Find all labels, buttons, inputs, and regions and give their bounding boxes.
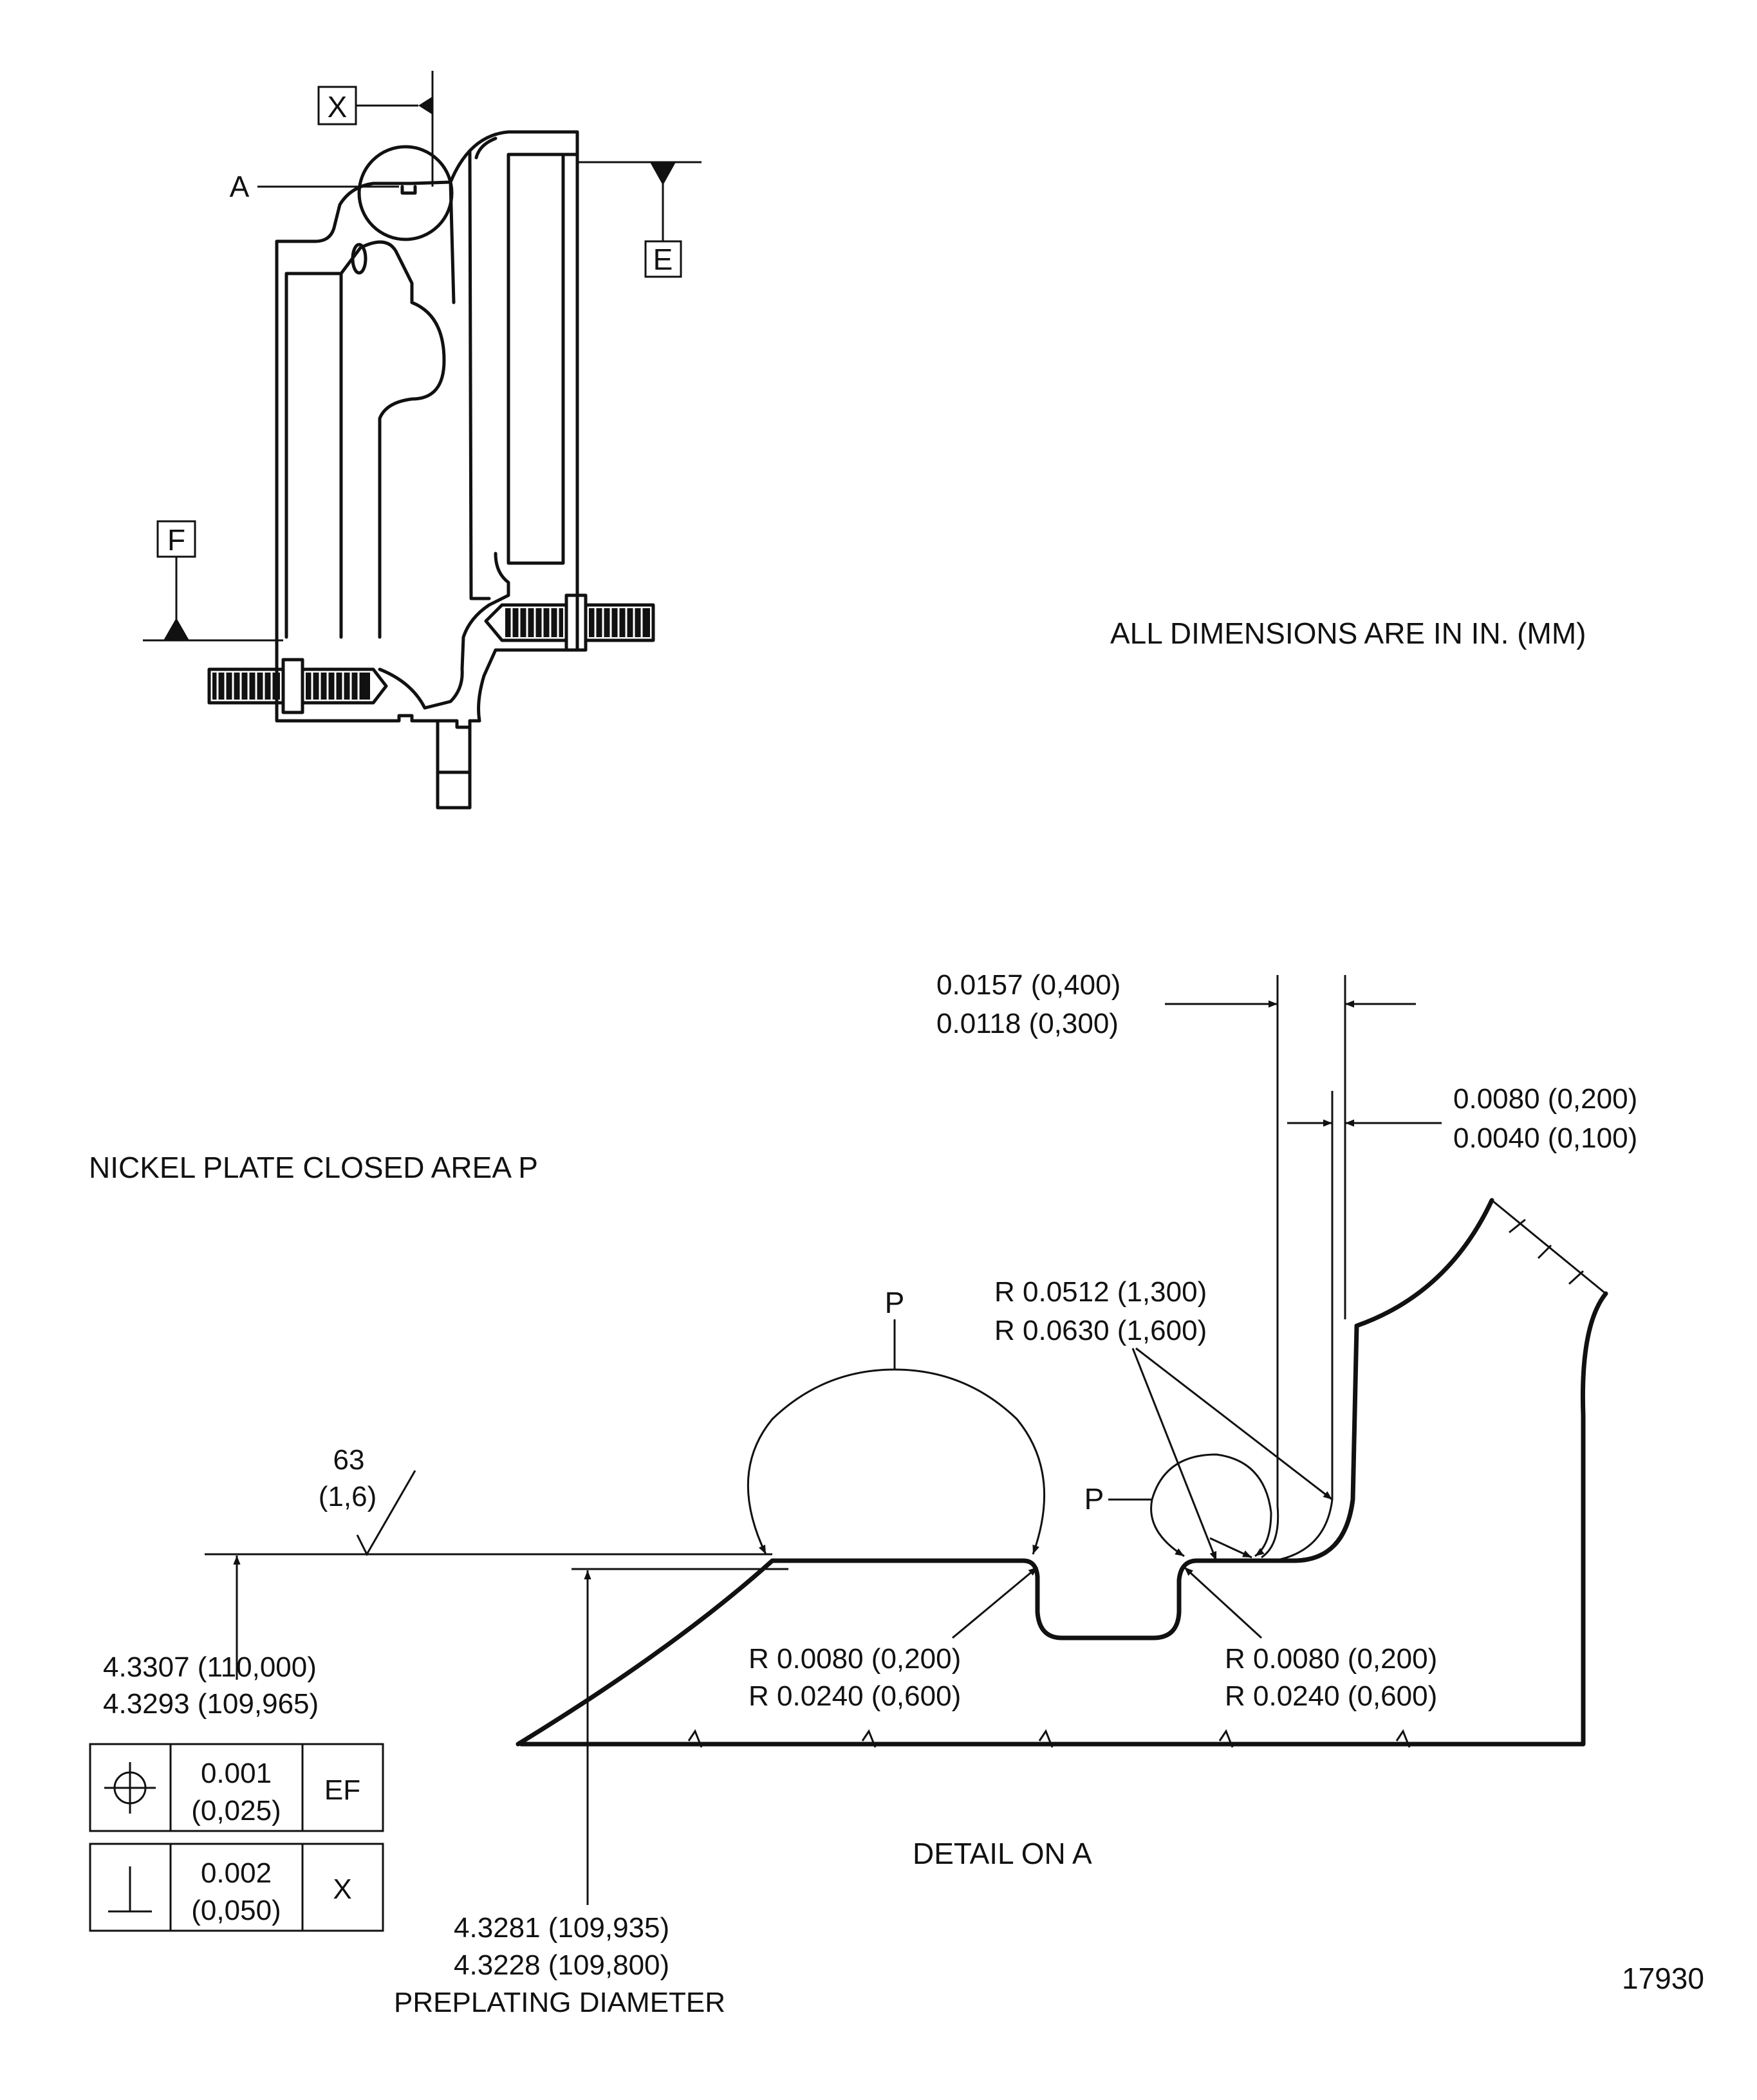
datum-e-leader <box>577 161 702 241</box>
plated-area-label-top: P <box>885 1286 905 1319</box>
units-note: ALL DIMENSIONS ARE IN IN. (MM) <box>1110 617 1586 650</box>
surface-finish-value: 63 <box>333 1444 365 1476</box>
bottom-break-ticks <box>687 1729 1411 1748</box>
groove-notch <box>400 185 417 195</box>
detail-break-right <box>519 1291 1608 1747</box>
left-stud <box>207 658 388 714</box>
housing-inner-wall <box>284 272 343 639</box>
outer-diameter-max: 4.3307 (110,000) <box>103 1651 317 1683</box>
detail-a-circle <box>357 145 454 241</box>
detail-a-view: 0.0157 (0,400) 0.0118 (0,300) 0.0080 (0,… <box>103 969 1637 2018</box>
radius-big-2: R 0.0630 (1,600) <box>994 1315 1207 1346</box>
seal-oval <box>351 243 367 275</box>
datum-x-label: X <box>328 90 348 124</box>
datum-x-leader <box>356 71 434 187</box>
perpendicularity-datum: X <box>333 1873 351 1905</box>
preplating-label: PREPLATING DIAMETER <box>394 1987 725 2018</box>
step-dim-max: 0.0080 (0,200) <box>1453 1083 1637 1115</box>
wall-dim-min: 0.0118 (0,300) <box>936 1008 1119 1039</box>
position-tol-mm: (0,025) <box>191 1795 281 1826</box>
detail-a-label: A <box>230 170 250 203</box>
plated-area-label-left: P <box>1084 1482 1104 1516</box>
datum-f-leader <box>143 557 283 642</box>
preplating-max: 4.3281 (109,935) <box>454 1912 669 1944</box>
right-stud <box>484 593 655 652</box>
radius-left-1: R 0.0080 (0,200) <box>748 1643 961 1675</box>
radius-big-1: R 0.0512 (1,300) <box>994 1276 1207 1308</box>
datum-x-triangle <box>418 97 432 115</box>
radius-right-2: R 0.0240 (0,600) <box>1225 1680 1437 1712</box>
position-datum: EF <box>324 1774 360 1806</box>
datum-f-triangle <box>163 618 189 640</box>
detail-title: DETAIL ON A <box>913 1837 1092 1870</box>
datum-f-label: F <box>167 523 185 557</box>
plated-area-top-arc <box>747 1368 1046 1555</box>
perpendicularity-tol-mm: (0,050) <box>191 1895 281 1926</box>
step-line <box>1274 1091 1334 1562</box>
datum-e-label: E <box>653 243 673 276</box>
drawing-number: 17930 <box>1622 1962 1704 1995</box>
radius-left-2: R 0.0240 (0,600) <box>748 1680 961 1712</box>
housing-flange <box>468 136 579 600</box>
tolerance-frame-position: 0.001 (0,025) EF <box>89 1743 384 1832</box>
radius-big-leader-2 <box>1135 1347 1333 1501</box>
tolerance-frame-perpendicularity: 0.002 (0,050) X <box>89 1843 384 1932</box>
bottom-spigot <box>436 719 472 810</box>
housing-outline <box>275 130 579 729</box>
radius-big-leader-1 <box>1131 1348 1218 1561</box>
datum-x-frame <box>317 86 357 125</box>
plated-area-left-arc <box>1150 1453 1272 1557</box>
position-tol-in: 0.001 <box>201 1758 272 1789</box>
plated-area-left-arrow <box>1209 1537 1252 1559</box>
outer-diameter-min: 4.3293 (109,965) <box>103 1688 319 1720</box>
datum-e-frame <box>644 240 682 278</box>
radius-right-leader <box>1183 1566 1263 1639</box>
wall-line-inner <box>1261 975 1279 1559</box>
datum-f-frame <box>156 520 196 558</box>
datum-e-triangle <box>650 162 676 185</box>
housing-cavity <box>339 240 510 710</box>
step-dim-min: 0.0040 (0,100) <box>1453 1122 1637 1154</box>
section-view: X A E F <box>143 71 702 810</box>
position-icon <box>104 1762 156 1814</box>
surface-finish-metric: (1,6) <box>319 1481 376 1512</box>
break-ticks <box>1509 1218 1585 1285</box>
detail-profile <box>516 1198 1494 1747</box>
radius-left-leader <box>952 1566 1038 1639</box>
preplating-min: 4.3228 (109,800) <box>454 1949 669 1981</box>
wall-dim-max: 0.0157 (0,400) <box>936 969 1120 1001</box>
perpendicularity-tol-in: 0.002 <box>201 1857 272 1889</box>
radius-right-1: R 0.0080 (0,200) <box>1225 1643 1437 1675</box>
nickel-plate-note: NICKEL PLATE CLOSED AREA P <box>89 1151 538 1184</box>
perpendicularity-icon <box>108 1866 152 1913</box>
